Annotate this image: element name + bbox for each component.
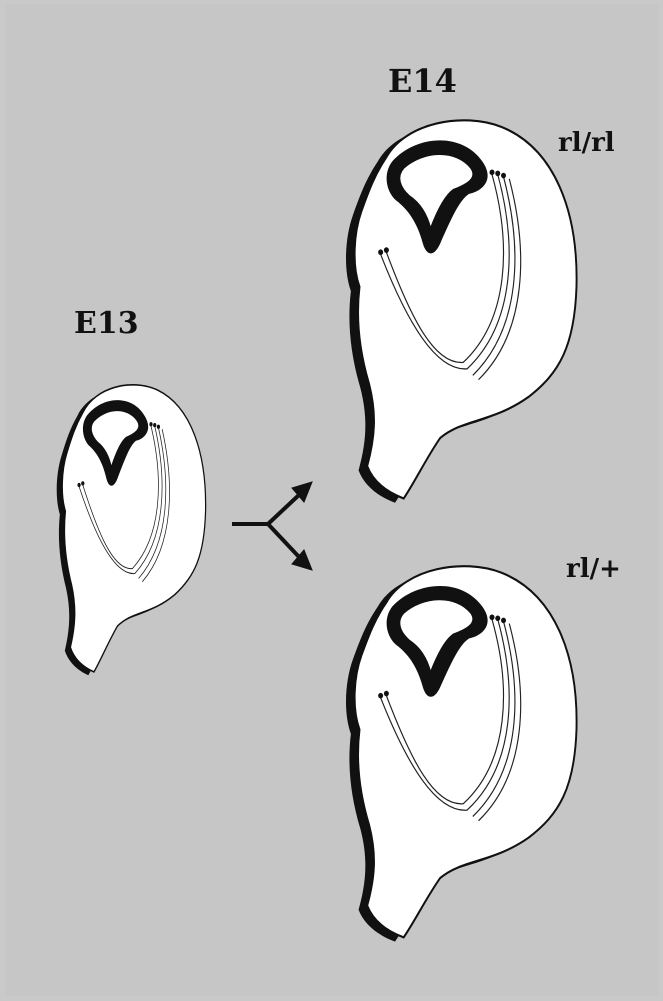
stage-label-e13: E13 — [74, 306, 139, 341]
branching-arrow-icon — [232, 482, 312, 570]
stage-label-e14: E14 — [388, 62, 457, 100]
genotype-label-rl-plus: rl/+ — [566, 554, 621, 584]
genotype-label-rl-rl: rl/rl — [558, 128, 615, 158]
section-e14-rlplus — [346, 566, 577, 941]
section-e13 — [57, 385, 206, 675]
section-e14-rlrl — [346, 120, 577, 503]
